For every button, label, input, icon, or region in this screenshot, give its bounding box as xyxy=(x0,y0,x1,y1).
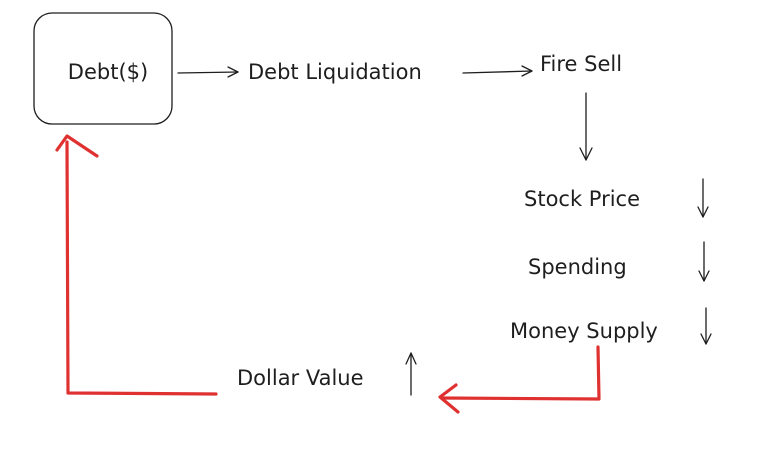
spending-down-arrow-icon xyxy=(698,241,710,282)
spending-label: Spending xyxy=(528,255,627,279)
arrow-debt-to-liquidation xyxy=(177,66,239,78)
arrow-liquidation-to-fire-sell xyxy=(462,65,533,77)
debt-box xyxy=(33,12,173,125)
stock-price-label: Stock Price xyxy=(524,187,640,211)
dollar-value-up-arrow-icon xyxy=(405,352,417,396)
money-supply-label: Money Supply xyxy=(510,319,658,343)
dollar-value-label: Dollar Value xyxy=(237,366,364,390)
feedback-arrow-dollar-to-debt xyxy=(55,134,218,396)
arrow-fire-sell-down xyxy=(579,92,593,161)
debt-liquidation-label: Debt Liquidation xyxy=(248,60,422,84)
fire-sell-label: Fire Sell xyxy=(540,52,622,76)
debt-label: Debt($) xyxy=(68,60,148,84)
stock-price-down-arrow-icon xyxy=(697,178,709,218)
feedback-arrow-money-to-dollar xyxy=(438,345,601,414)
money-supply-down-arrow-icon xyxy=(700,307,712,345)
